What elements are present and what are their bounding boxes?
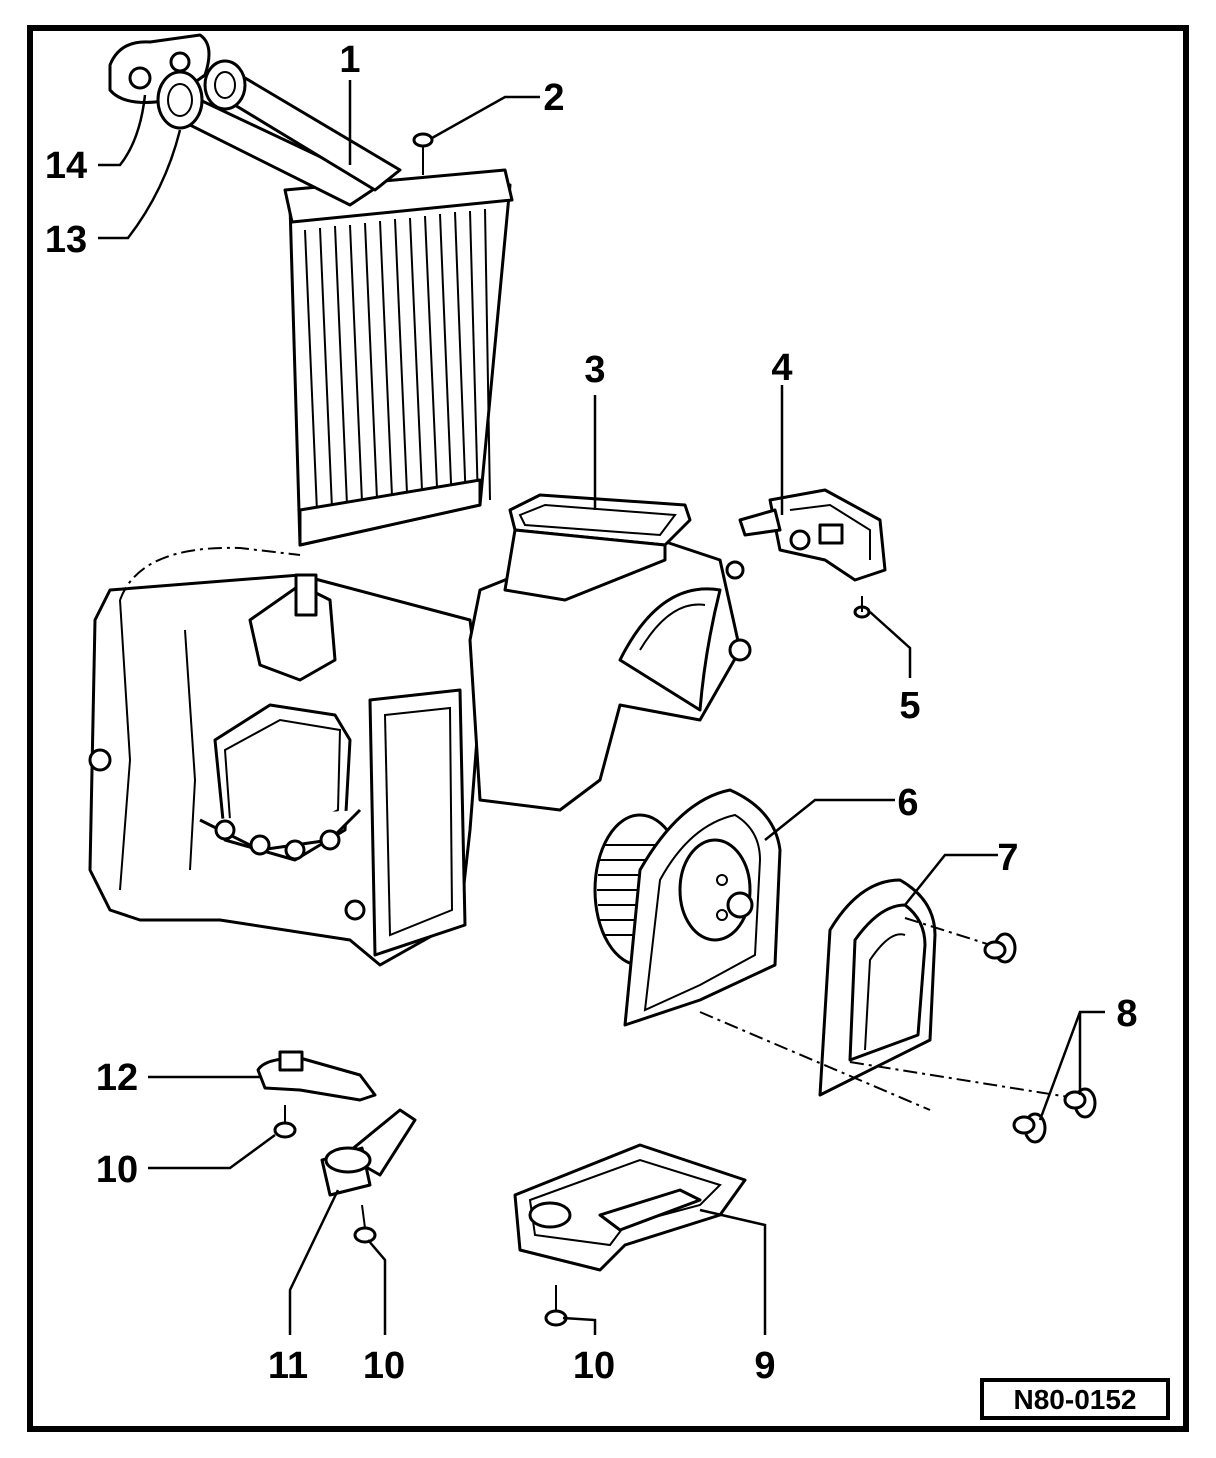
lever-12 [256,1050,377,1102]
housing-part-9 [513,1143,747,1272]
heater-core [283,168,514,547]
callout-1: 1 [339,39,360,81]
callout-6: 6 [897,782,918,824]
callout-11: 11 [268,1345,308,1387]
callout-9: 9 [754,1345,775,1387]
diagram-frame: 1 2 3 4 5 6 7 8 9 10 10 10 11 12 13 14 N… [24,22,1192,1435]
screw-5 [853,596,871,619]
callout-labels: 1 2 3 4 5 6 7 8 9 10 10 10 11 12 13 14 [45,39,1138,1387]
leader-lines [98,80,1105,1335]
callout-12: 12 [96,1057,138,1099]
dash-outline [119,546,301,601]
callout-13: 13 [45,219,87,261]
callout-10-left: 10 [96,1149,138,1191]
seal-ring [156,59,247,130]
blower-motor [593,788,782,1027]
mounting-lines [699,917,1076,1111]
actuator-11 [320,1108,417,1197]
exploded-view-drawing: 1 2 3 4 5 6 7 8 9 10 10 10 11 12 13 14 N… [27,25,1189,1432]
callout-10-right: 10 [573,1345,615,1387]
screws-8 [983,932,1097,1144]
screw-2 [412,132,434,175]
blower-housing [468,538,752,812]
callout-14: 14 [45,145,87,187]
cover-plate-7 [818,878,937,1097]
callout-2: 2 [543,77,564,119]
callout-5: 5 [899,685,920,727]
callout-3: 3 [584,349,605,391]
callout-10-middle: 10 [363,1345,405,1387]
callout-7: 7 [997,837,1018,879]
heater-housing [88,573,482,967]
figure-code: N80-0152 [1014,1384,1137,1415]
actuator-4 [738,488,887,582]
figure-code-box: N80-0152 [980,1378,1170,1420]
air-inlet-3 [503,493,692,602]
screws-10 [273,1105,568,1327]
callout-4: 4 [771,347,792,389]
callout-8: 8 [1116,993,1137,1035]
